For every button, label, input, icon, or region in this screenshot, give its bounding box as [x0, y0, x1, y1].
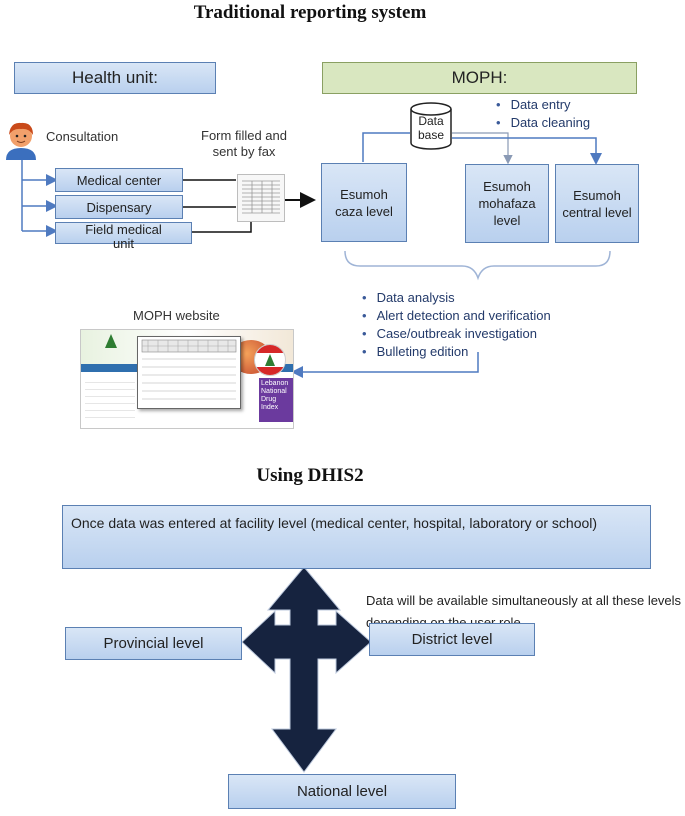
- arrow-database-to-central: [452, 137, 602, 165]
- levels-brace: [344, 250, 611, 281]
- facility-level-box: Once data was entered at facility level …: [62, 505, 651, 569]
- four-way-arrow-icon: [241, 566, 372, 773]
- website-sidebar: [85, 376, 135, 424]
- medical-center-box: Medical center: [55, 168, 183, 192]
- field-medical-unit-label: Field medical unit: [85, 222, 162, 251]
- fax-form-document-icon: [237, 174, 285, 222]
- database-cylinder: Data base: [410, 102, 452, 150]
- esumoh-caza-box: Esumoh caza level: [321, 163, 407, 242]
- report-form-overlay-icon: [137, 336, 241, 409]
- consultation-label: Consultation: [46, 129, 119, 144]
- field-medical-unit-box: Field medical unit: [55, 222, 192, 251]
- website-banner: Lebanon National Drug Index: [259, 378, 293, 422]
- database-label: Data base: [417, 114, 445, 142]
- analysis-item-alert: Alert detection and verification: [362, 307, 551, 325]
- task-data-cleaning: Data cleaning: [496, 114, 591, 132]
- esumoh-central-box: Esumoh central level: [555, 164, 639, 243]
- health-unit-header: Health unit:: [14, 62, 216, 94]
- moph-header: MOPH:: [322, 62, 637, 94]
- dhis2-title: Using DHIS2: [256, 465, 364, 486]
- moph-tasks-list: Data entry Data cleaning: [496, 96, 591, 132]
- analysis-list: Data analysis Alert detection and verifi…: [362, 289, 551, 361]
- provincial-level-box: Provincial level: [65, 627, 242, 660]
- moph-website-label: MOPH website: [133, 308, 220, 323]
- esumoh-mohafaza-box: Esumoh mohafaza level: [465, 164, 549, 243]
- district-level-box: District level: [369, 623, 535, 656]
- form-fax-note: Form filled and sent by fax: [201, 128, 287, 159]
- database-icon: [410, 102, 452, 150]
- analysis-item-data-analysis: Data analysis: [362, 289, 551, 307]
- analysis-item-bulletin: Bulleting edition: [362, 343, 551, 361]
- lebanon-flag-icon: [254, 344, 286, 376]
- person-avatar-icon: [2, 118, 40, 160]
- dispensary-box: Dispensary: [55, 195, 183, 219]
- analysis-item-investigation: Case/outbreak investigation: [362, 325, 551, 343]
- line-field-to-form: [192, 220, 252, 233]
- line-caza-to-database: [362, 132, 410, 162]
- traditional-title: Traditional reporting system: [193, 2, 427, 23]
- task-data-entry: Data entry: [496, 96, 590, 114]
- arrow-database-to-mohafaza: [452, 132, 513, 165]
- national-level-box: National level: [228, 774, 456, 809]
